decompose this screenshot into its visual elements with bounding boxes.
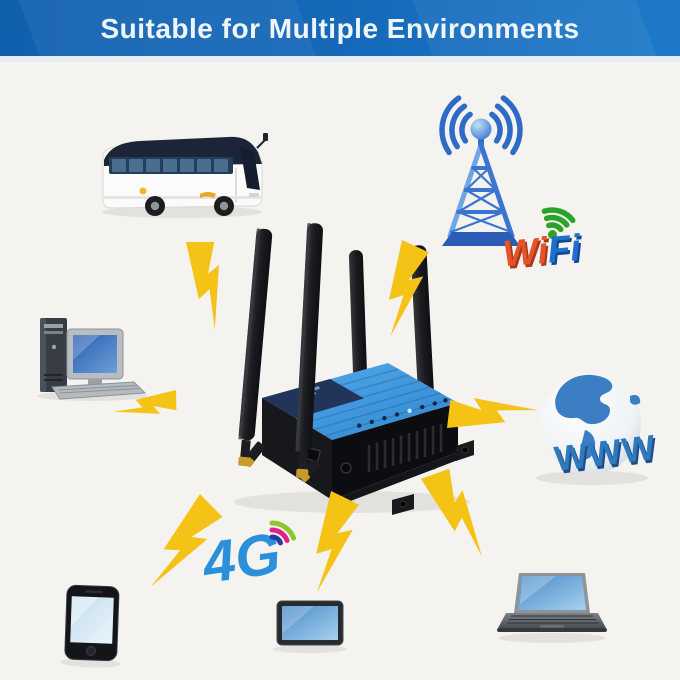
- page-title: Suitable for Multiple Environments: [100, 13, 580, 44]
- tablet-icon: [273, 600, 347, 653]
- bus-windshield: [240, 146, 260, 190]
- router-antenna: [295, 223, 323, 479]
- banner-divider: [0, 56, 680, 62]
- bus-mirror: [263, 133, 268, 141]
- desktop-pc-icon: [37, 318, 147, 401]
- tower-orb: [470, 118, 492, 140]
- router-vent-slots: [367, 424, 443, 472]
- 4g-label: 4G: [198, 521, 285, 596]
- 4g-logo: 4G: [198, 520, 297, 596]
- router-screw: [340, 462, 352, 474]
- laptop-base: [498, 613, 606, 628]
- laptop-screen: [518, 576, 586, 610]
- wifi-arcs-icon: [541, 207, 576, 240]
- bus-image: [102, 133, 268, 218]
- wifi-label: WiFi: [501, 227, 583, 275]
- tower-signal-arcs: [439, 95, 523, 156]
- wifi-logo: WiFi WiFi: [501, 207, 585, 277]
- 4g-arcs-icon: [269, 520, 297, 546]
- lightning-bolt-top-left: [177, 232, 245, 332]
- pc-tower: [40, 318, 67, 392]
- smartphone-icon: [60, 584, 121, 668]
- router-antenna: [238, 228, 273, 467]
- phone-home-button: [85, 645, 96, 656]
- router-front-face: [332, 403, 458, 500]
- laptop-touchpad: [540, 625, 564, 628]
- globe-www-icon: WWW WWW: [536, 374, 660, 485]
- phone-screen: [70, 596, 114, 644]
- router-image: [234, 223, 474, 515]
- router-led-row: [357, 398, 448, 428]
- wifi-label-shadow: WiFi: [503, 229, 585, 277]
- cell-tower-icon: [439, 95, 523, 246]
- header-banner: Suitable for Multiple Environments: [0, 0, 680, 56]
- tower-base: [442, 232, 520, 246]
- laptop-icon: [497, 573, 607, 643]
- globe-continent: [555, 374, 613, 425]
- tablet-screen: [282, 606, 338, 640]
- pc-screen: [73, 335, 117, 373]
